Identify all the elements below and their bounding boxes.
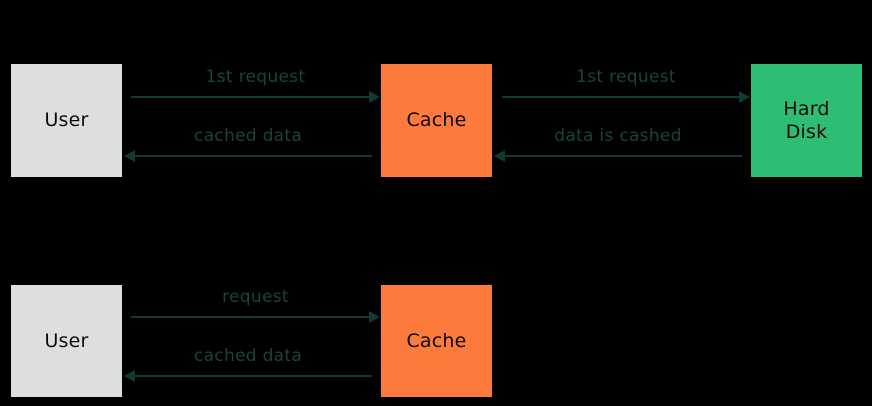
node-label: Hard Disk xyxy=(783,98,830,143)
edge-line xyxy=(503,155,742,157)
edge-line xyxy=(133,375,372,377)
edge-line xyxy=(133,155,372,157)
node-label: Cache xyxy=(406,329,467,352)
edge-line xyxy=(131,96,371,98)
node-user-top: User xyxy=(11,64,122,177)
arrowhead-right-icon xyxy=(369,91,380,103)
edge-label-disk-to-cache-data: data is cashed xyxy=(554,126,682,146)
edge-line xyxy=(131,316,371,318)
arrowhead-left-icon xyxy=(124,150,135,162)
edge-label-user-to-cache-request: 1st request xyxy=(205,67,306,87)
node-label: Cache xyxy=(406,109,467,132)
edge-label-cache-to-disk-request: 1st request xyxy=(576,67,676,87)
edge-label-cache-to-user-data-2: cached data xyxy=(193,346,303,366)
arrowhead-right-icon xyxy=(369,311,380,323)
node-label: User xyxy=(44,329,89,352)
node-user-bottom: User xyxy=(11,285,122,397)
arrowhead-left-icon xyxy=(124,370,135,382)
edge-label-user-to-cache-request-2: request xyxy=(222,287,289,307)
node-cache-top: Cache xyxy=(381,64,492,177)
arrowhead-right-icon xyxy=(739,91,750,103)
arrowhead-left-icon xyxy=(494,150,505,162)
edge-label-cache-to-user-data: cached data xyxy=(193,126,303,146)
edge-line xyxy=(502,96,741,98)
node-label: User xyxy=(44,109,89,132)
node-disk-top: Hard Disk xyxy=(751,64,862,177)
node-cache-bottom: Cache xyxy=(381,285,492,397)
